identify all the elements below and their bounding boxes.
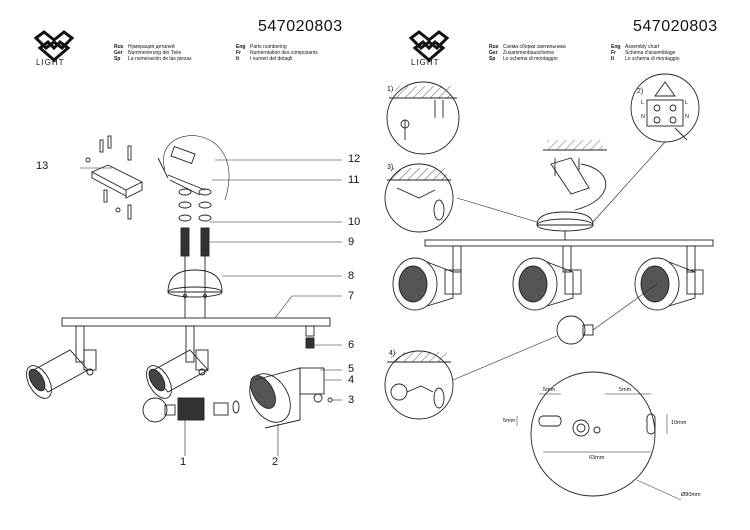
part-label: 11 [348, 174, 360, 186]
spot-lamp-exploded-icon [249, 325, 333, 429]
legend-text: Nummerierung der Teile [128, 50, 182, 57]
legend-lang: Sp [489, 56, 496, 63]
part-label: 1 [180, 456, 187, 468]
step-label: 4) [389, 350, 396, 357]
spot-lamp-icon [26, 325, 97, 399]
step-label: 2) [637, 88, 644, 95]
part-label: 7 [348, 290, 355, 302]
canopy-icon [536, 211, 594, 226]
legend-lang: It [611, 56, 615, 63]
part-label: 13 [36, 160, 49, 172]
legend-text: La numeración de las piezas [128, 56, 192, 63]
legend-text: Lo schema di montaggio [625, 56, 680, 63]
step-label: 3) [387, 164, 394, 171]
part-label: 5 [348, 363, 355, 375]
legend-block: Rus Схема сборки светильника Eng Assembly … [489, 44, 739, 63]
step-2-wiring-icon [630, 73, 700, 143]
legend-lang: Eng [611, 44, 621, 50]
legend-text: Schéma d'assemblage [625, 50, 676, 57]
legend-lang: Ger [114, 50, 123, 57]
spot-lamp-icon [146, 325, 209, 399]
legend-lang: Fr [236, 50, 241, 57]
legend-lang: It [236, 56, 240, 63]
step-4-detail-icon [384, 350, 454, 420]
mounting-bracket-icon [85, 135, 169, 220]
legend-lang: Ger [489, 50, 498, 57]
legend-lang: Fr [611, 50, 616, 57]
part-label: 3 [348, 394, 355, 406]
dimension-label: 5mm [543, 387, 556, 393]
exploded-parts-drawing [26, 135, 342, 456]
legend-text: Нумерация деталей [128, 44, 175, 50]
part-label: 10 [348, 216, 361, 228]
canopy-icon [167, 269, 223, 293]
brand-name: LIGHT [411, 58, 440, 67]
assembly-chart-page: LIGHT 547020803 Rus Схема сборки светильн… [375, 0, 750, 530]
part-label: 9 [348, 236, 355, 248]
part-label: 2 [272, 456, 279, 468]
legend-text: Zusammenbauschema [503, 50, 554, 57]
brand-name: LIGHT [36, 58, 65, 67]
part-label: 12 [348, 153, 361, 165]
article-code: 547020803 [633, 18, 718, 35]
assembly-drawing [384, 73, 714, 501]
article-code: 547020803 [258, 18, 343, 35]
mounting-bar-icon [424, 239, 714, 247]
part-label: 4 [348, 374, 355, 386]
wiring-letter: L [685, 100, 689, 106]
canopy-base-plate-icon [530, 371, 656, 497]
legend-text: I numeri del detagli [250, 56, 293, 63]
legend-lang: Rus [114, 44, 124, 50]
wiring-letter: N [641, 114, 645, 120]
legend-text: Numérotation des composants [250, 50, 318, 57]
mounting-bar-icon [61, 317, 331, 327]
dimension-label: 5mm [619, 387, 632, 393]
legend-lang: Sp [114, 56, 121, 63]
spot-lamp-icon [512, 245, 582, 311]
part-label: 6 [348, 339, 355, 351]
light-bulb-icon [142, 397, 240, 423]
legend-text: Lo schema di montaggio [503, 56, 558, 63]
legend-lang: Rus [489, 44, 499, 50]
brand-logo-icon [34, 30, 74, 62]
brand-logo-icon [409, 30, 449, 62]
step-label: 1) [387, 86, 394, 93]
spot-lamp-icon [634, 245, 704, 311]
wiring-letter: N [685, 114, 689, 120]
part-label: 8 [348, 270, 355, 282]
legend-text: Assembly chart [625, 44, 660, 50]
legend-lang: Eng [236, 44, 246, 50]
spot-lamp-icon [392, 245, 462, 311]
wiring-letter: L [641, 100, 645, 106]
dimension-label: 10mm [671, 420, 687, 426]
legend-text: Parts numbering [250, 44, 287, 50]
stem-hardware-icon [178, 188, 212, 300]
dimension-label: Ø80mm [681, 492, 701, 498]
legend-text: Схема сборки светильника [503, 44, 566, 50]
dimension-label: 63mm [589, 455, 605, 461]
parts-numbering-page: LIGHT 547020803 Rus Нумерация деталей Eng… [26, 18, 364, 468]
light-bulb-icon [556, 283, 658, 345]
dimension-label: 5mm [503, 418, 516, 424]
